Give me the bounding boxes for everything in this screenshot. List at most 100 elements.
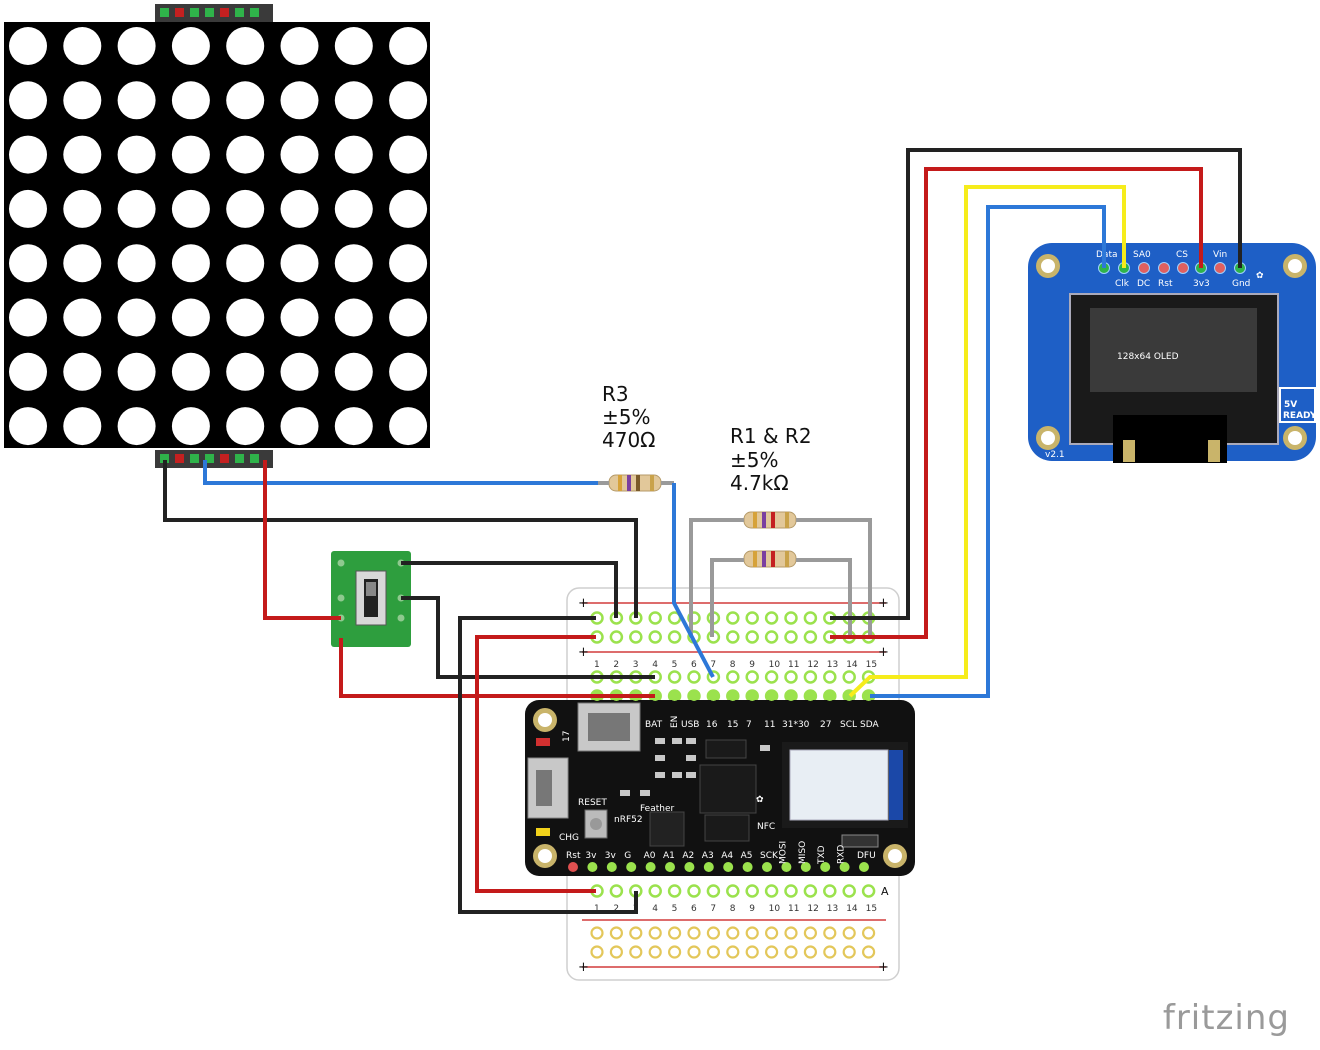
feather-header-pin bbox=[708, 691, 719, 701]
feather-header-pin bbox=[568, 862, 578, 872]
feather-header-pin bbox=[742, 862, 753, 872]
oled-header-pin bbox=[1138, 262, 1150, 274]
matrix-led bbox=[171, 27, 210, 65]
column-number: 6 bbox=[691, 904, 697, 914]
matrix-led bbox=[9, 244, 47, 283]
column-number: 15 bbox=[866, 660, 877, 670]
matrix-header-pin bbox=[160, 454, 169, 463]
smd-component bbox=[686, 738, 696, 744]
reset-label: RESET bbox=[578, 798, 607, 808]
proto-hole bbox=[764, 926, 779, 940]
matrix-led bbox=[63, 244, 102, 283]
matrix-led bbox=[63, 135, 102, 174]
wire-gray bbox=[710, 558, 852, 637]
band bbox=[762, 512, 766, 528]
matrix-led bbox=[9, 81, 47, 120]
matrix-led bbox=[226, 298, 265, 337]
matrix-led bbox=[171, 189, 210, 228]
feather-header-pin bbox=[762, 862, 772, 872]
column-number: 12 bbox=[807, 660, 818, 670]
feather-top-pin-label: 27 bbox=[820, 720, 831, 730]
matrix-header-pin bbox=[175, 454, 184, 463]
matrix-led bbox=[63, 352, 102, 391]
column-number: 8 bbox=[730, 904, 736, 914]
feather-header-pin bbox=[669, 691, 680, 701]
matrix-led bbox=[389, 352, 428, 391]
matrix-led bbox=[9, 298, 47, 337]
feather-top-pin-label: 31*30 bbox=[782, 720, 810, 730]
wire-yellow bbox=[848, 185, 1126, 698]
oled-bottom-pin-label: Gnd bbox=[1232, 279, 1250, 289]
matrix-led bbox=[280, 407, 319, 446]
smd-component bbox=[672, 772, 682, 778]
column-number: 11 bbox=[788, 904, 799, 914]
r1-r2-value-label: 4.7kΩ bbox=[730, 471, 789, 495]
dfu-switch[interactable] bbox=[841, 834, 879, 848]
proto-hole bbox=[667, 945, 682, 959]
matrix-header-pin bbox=[190, 454, 199, 463]
feather-header-pin bbox=[863, 691, 874, 701]
column-number: 9 bbox=[749, 660, 755, 670]
matrix-led bbox=[389, 244, 428, 283]
column-number: 1 bbox=[594, 660, 600, 670]
mount-hole-inner bbox=[538, 849, 552, 863]
feather-top-pin-label: 16 bbox=[706, 720, 718, 730]
proto-hole bbox=[648, 926, 662, 940]
column-number: 2 bbox=[613, 660, 619, 670]
column-number: 14 bbox=[846, 904, 858, 914]
proto-hole bbox=[706, 670, 721, 684]
matrix-led bbox=[117, 189, 156, 228]
proto-hole bbox=[764, 630, 779, 644]
matrix-led bbox=[280, 81, 319, 120]
proto-hole bbox=[609, 945, 624, 959]
proto-hole bbox=[667, 926, 682, 940]
matrix-led bbox=[334, 352, 373, 391]
mount-hole-inner bbox=[1288, 431, 1302, 445]
oled-version-label: v2.1 bbox=[1045, 450, 1065, 460]
proto-hole bbox=[861, 945, 876, 959]
proto-hole bbox=[687, 670, 701, 684]
matrix-led bbox=[334, 81, 373, 120]
band bbox=[771, 551, 775, 567]
wire-blue bbox=[870, 205, 1106, 698]
matrix-led bbox=[226, 407, 265, 446]
proto-hole bbox=[590, 945, 604, 959]
proto-hole bbox=[687, 945, 701, 959]
feather-header-pin bbox=[684, 862, 695, 872]
feather-bottom-pin-label: 3v bbox=[605, 851, 617, 861]
wire-black bbox=[458, 616, 638, 914]
matrix-led bbox=[117, 298, 156, 337]
matrix-led bbox=[171, 352, 210, 391]
oled-bottom-pin-label: Clk bbox=[1115, 279, 1130, 289]
proto-hole bbox=[784, 926, 798, 940]
proto-hole bbox=[667, 884, 682, 898]
feather-header-pin bbox=[689, 691, 699, 701]
oled-ribbon-pad bbox=[1123, 440, 1135, 462]
column-number: 13 bbox=[827, 660, 838, 670]
proto-hole bbox=[706, 945, 721, 959]
wire-blue bbox=[672, 483, 715, 678]
proto-hole bbox=[842, 884, 856, 898]
smd-component bbox=[620, 790, 630, 796]
feather-header-pin bbox=[766, 691, 777, 701]
matrix-header-pin bbox=[190, 8, 199, 17]
nrf52-shield bbox=[789, 749, 889, 821]
adafruit-star-icon: ✿ bbox=[1256, 271, 1264, 281]
feather-top-pin-label: EN bbox=[670, 716, 680, 728]
feather-header-pin bbox=[805, 691, 816, 701]
matrix-led bbox=[171, 407, 210, 446]
proto-hole bbox=[823, 945, 837, 959]
proto-hole bbox=[726, 670, 740, 684]
proto-hole bbox=[784, 630, 798, 644]
usb-slot bbox=[536, 770, 552, 806]
oled-top-pin-label: SA0 bbox=[1133, 250, 1151, 260]
matrix-led bbox=[389, 407, 428, 446]
feather-top-pin-label: 11 bbox=[764, 720, 775, 730]
proto-hole bbox=[803, 884, 818, 898]
feather-header-pin bbox=[606, 862, 617, 872]
feather-bottom-pin-label: A1 bbox=[663, 851, 675, 861]
column-number: 3 bbox=[633, 660, 639, 670]
column-number: 14 bbox=[846, 660, 858, 670]
resistor-r3 bbox=[608, 474, 662, 492]
